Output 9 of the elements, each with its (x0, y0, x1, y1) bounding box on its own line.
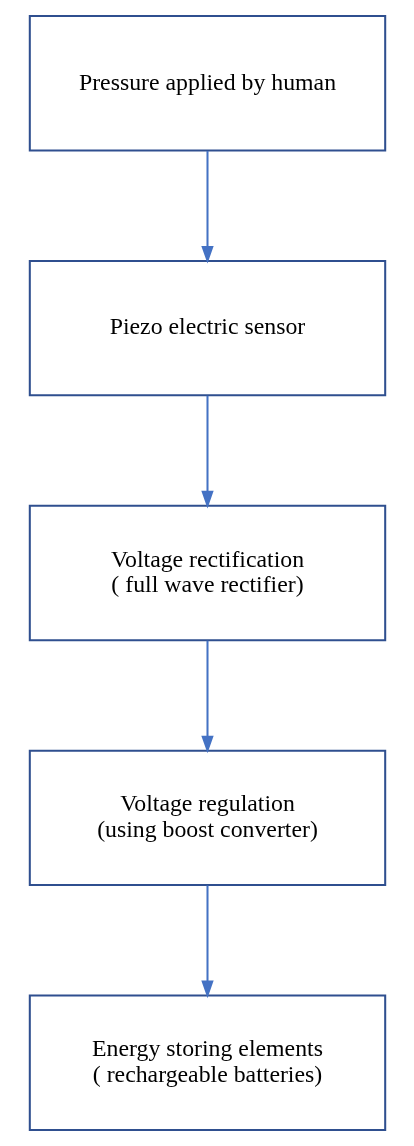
arrow (200, 640, 214, 754)
arrow (200, 150, 214, 264)
arrow (200, 885, 214, 999)
node-box: Voltage regulation (using boost converter) (28, 749, 386, 887)
node-box: Piezo electric sensor (28, 259, 386, 397)
node-box: Energy storing elements ( rechargeable batteries) (28, 994, 386, 1131)
node-box: Pressure applied by human (28, 15, 386, 152)
arrow (200, 395, 214, 509)
node-box: Voltage rectification ( full wave rectifier) (28, 504, 386, 642)
